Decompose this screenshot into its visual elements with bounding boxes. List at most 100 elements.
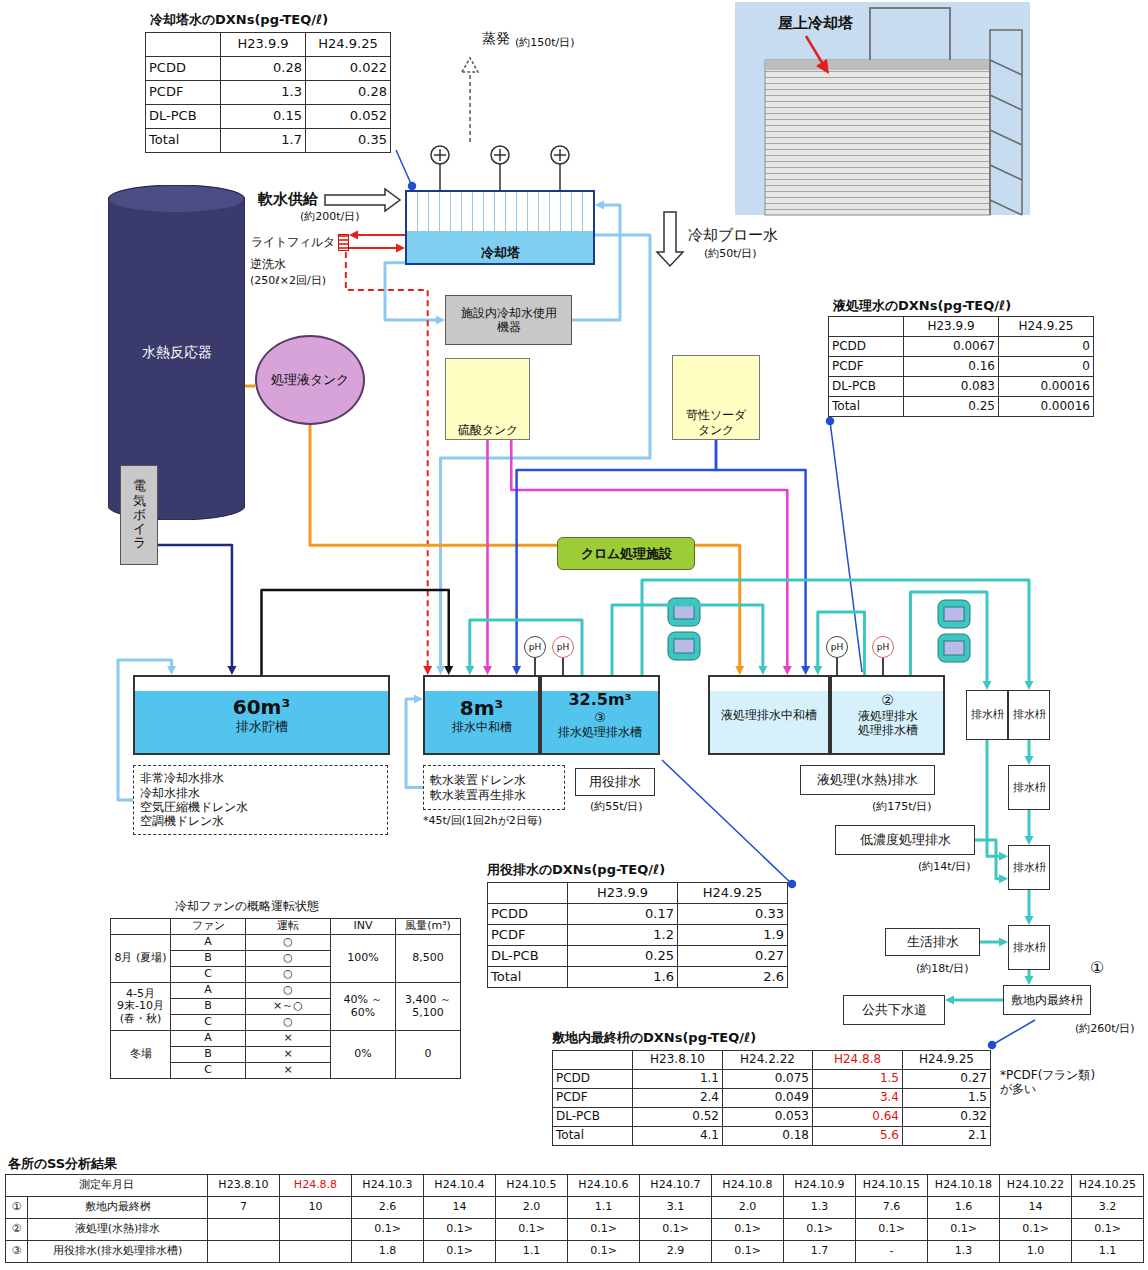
equipment-box: 施設内冷却水使用 機器	[445, 295, 572, 345]
arrow-head	[945, 996, 954, 1005]
source-list: 軟水装置ドレン水 軟水装置再生排水	[423, 765, 565, 810]
connector-line	[716, 440, 806, 669]
table-cell: 0.1>	[352, 1219, 424, 1241]
node-label: 非常冷却水排水 冷却水排水 空気圧縮機ドレン水 空調機ドレン水	[140, 771, 270, 829]
table-cell: ○	[246, 951, 331, 967]
connector	[385, 263, 445, 325]
table-cell: H24.9.25	[999, 317, 1094, 337]
table-cell: 10	[280, 1197, 352, 1219]
table-cell: 3,400 ～ 5,100	[396, 983, 461, 1031]
table-cell: PCDF	[488, 925, 568, 946]
node-label: 公共下水道	[862, 1002, 927, 1018]
table-cell: ×	[246, 1031, 331, 1047]
table-cell: 0%	[331, 1031, 396, 1079]
table-cell: 100%	[331, 935, 396, 983]
node-label: 処理液タンク	[271, 372, 349, 388]
table-row: 冬場A×0%0	[111, 1031, 461, 1047]
table-row: 4-5月 9末-10月 (春・秋)A○40% ～ 60%3,400 ～ 5,10…	[111, 983, 461, 999]
table-cell: 液処理(水熱)排水	[28, 1219, 208, 1241]
table-cell: H23.8.10	[633, 1051, 723, 1070]
table-cell: Total	[488, 967, 568, 988]
table-cell: H23.9.9	[568, 883, 678, 904]
drain-pit: 排水枡	[1008, 845, 1050, 890]
table-cell: H24.10.5	[496, 1175, 568, 1197]
table-cell: 0.049	[723, 1089, 813, 1108]
table-cell: 0.27	[903, 1070, 991, 1089]
data-table: H23.9.9H24.9.25PCDD0.00670PCDF0.160DL-PC…	[828, 316, 1094, 417]
note-label: 軟水供給	[258, 190, 318, 208]
table-cell: H24.8.8	[280, 1175, 352, 1197]
table-cell: 0.25	[568, 946, 678, 967]
drain-pit: 排水枡	[1008, 925, 1050, 970]
table-cell: B	[171, 999, 246, 1015]
ph-probes	[535, 658, 883, 676]
table-cell: C	[171, 967, 246, 983]
empty-cell	[280, 1219, 352, 1241]
table-cell: 1.6	[568, 967, 678, 988]
connector	[945, 996, 1003, 1005]
table-cell: 0.1>	[568, 1241, 640, 1263]
empty-cell	[829, 317, 904, 337]
connector-line	[818, 612, 865, 675]
table-cell: 0.25	[904, 397, 999, 417]
table-body: H23.8.10H24.2.22H24.8.8H24.9.25PCDD1.10.…	[553, 1051, 991, 1146]
table-cell: 0.32	[903, 1108, 991, 1127]
connector-line	[262, 590, 449, 675]
arrow-head	[436, 666, 445, 675]
table-cell: 4-5月 9末-10月 (春・秋)	[111, 983, 171, 1031]
ph-probe	[534, 658, 536, 676]
table-cell: 0.1>	[424, 1219, 496, 1241]
table-cell: 1.7	[221, 129, 306, 153]
table-cell: 0.1>	[1072, 1219, 1144, 1241]
arrow-head	[1025, 836, 1034, 845]
node-label: 用役排水	[589, 774, 641, 790]
leader-lines	[396, 150, 1035, 1049]
table-cell: 0	[396, 1031, 461, 1079]
table-cell: 敷地内最終桝	[28, 1197, 208, 1219]
connector	[1025, 890, 1034, 925]
table-cell: 40% ～ 60%	[331, 983, 396, 1031]
table-cell: 0.17	[568, 904, 678, 925]
table-cell: Total	[829, 397, 904, 417]
connector-line	[406, 699, 423, 788]
chemical-tank: 硫酸タンク	[445, 358, 530, 440]
photo-arrow-head	[816, 59, 829, 74]
flow-box: 低濃度処理排水	[835, 825, 975, 855]
arrow-head	[813, 666, 822, 675]
table-cell: H24.10.4	[424, 1175, 496, 1197]
connector-line	[486, 440, 489, 669]
note-label: *45t/回(1回2hが2日毎)	[423, 814, 542, 827]
connector-line	[346, 252, 428, 669]
ph-probe	[836, 658, 838, 676]
node-label: 60m³	[233, 695, 290, 719]
ph-probe	[882, 658, 884, 676]
arrow-head	[1025, 916, 1034, 925]
table-cell: 0.052	[306, 105, 391, 129]
table-cell: 1.7	[784, 1241, 856, 1263]
table-row: Total4.10.185.62.1	[553, 1127, 991, 1146]
table-cell: ③	[6, 1241, 28, 1263]
empty-cell	[208, 1241, 280, 1263]
table-row: PCDF0.160	[829, 357, 1094, 377]
table-cell: 0.0067	[904, 337, 999, 357]
callout-number: ①	[1090, 958, 1104, 977]
photo-tower-body	[765, 60, 990, 215]
table-cell: Total	[146, 129, 221, 153]
table-cell: 0.1>	[1000, 1219, 1072, 1241]
drain-pit: 排水枡	[1008, 765, 1050, 810]
table-body: 測定年月日H23.8.10H24.8.8H24.10.3H24.10.4H24.…	[6, 1175, 1144, 1263]
note-label: 逆洗水	[250, 257, 286, 271]
note-label: (約175t/日)	[872, 800, 932, 813]
table-cell: 測定年月日	[6, 1175, 208, 1197]
table-cell: 7	[208, 1197, 280, 1219]
table-row: DL-PCB0.250.27	[488, 946, 788, 967]
table-cell: 0.053	[723, 1108, 813, 1127]
table-row: PCDD0.170.33	[488, 904, 788, 925]
connector	[642, 580, 1034, 690]
photo-frame	[870, 8, 950, 62]
arrow-head	[758, 666, 767, 675]
table-body: H23.9.9H24.9.25PCDD0.280.022PCDF1.30.28D…	[146, 33, 391, 153]
table-row: H23.9.9H24.9.25	[488, 883, 788, 904]
table-cell: 1.1	[633, 1070, 723, 1089]
